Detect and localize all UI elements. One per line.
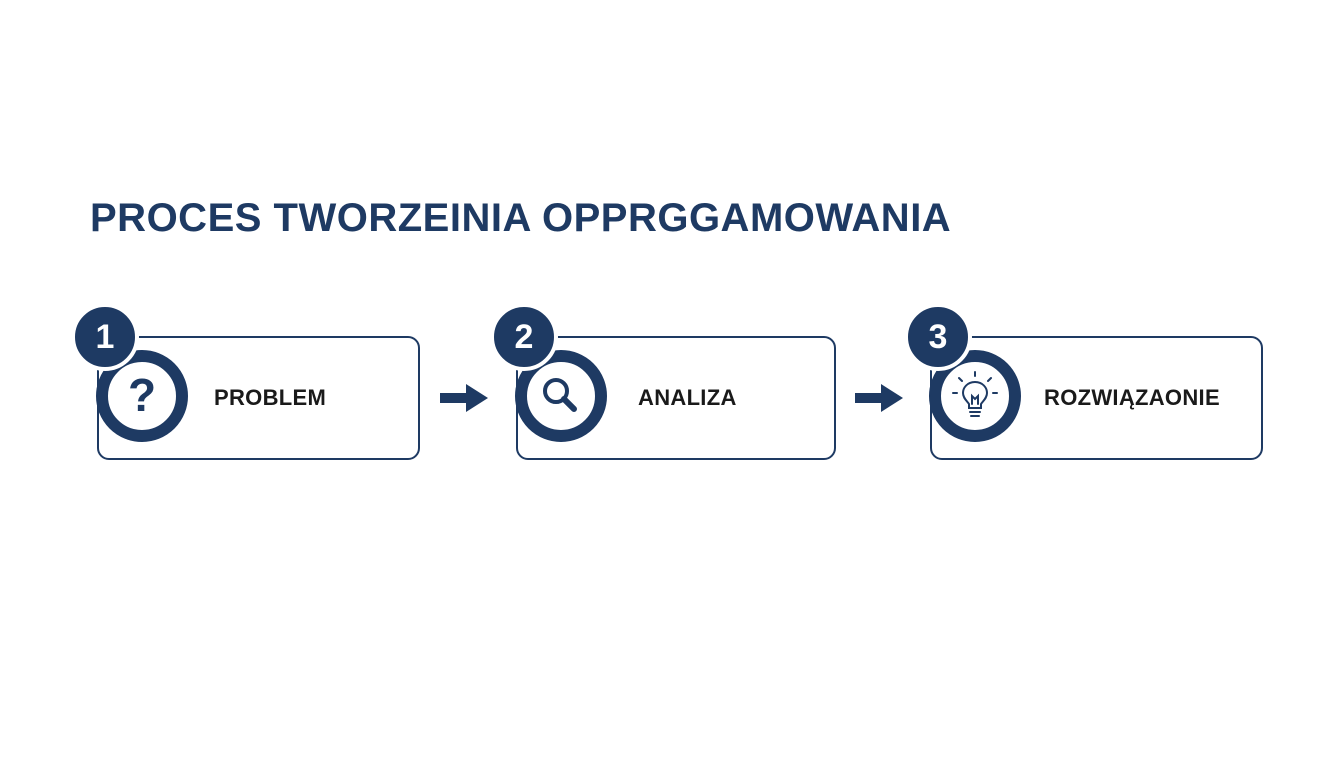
lightbulb-icon [952, 371, 998, 417]
arrow-right-icon [440, 384, 488, 412]
step-number-badge: 2 [490, 303, 558, 371]
question-mark-icon: ? [128, 369, 156, 421]
step-number-badge: 3 [904, 303, 972, 371]
step-label: ROZWIĄZAONIE [1044, 385, 1220, 410]
step-label: ANALIZA [638, 385, 737, 410]
magnifier-icon [543, 378, 577, 412]
step-number-badge: 1 [71, 303, 139, 371]
diagram-title: PROCES TWORZEINIA OPPRGGAMOWANIA [90, 196, 952, 240]
step-label: PROBLEM [214, 385, 327, 410]
svg-text:?: ? [128, 369, 156, 421]
arrow-right-icon [855, 384, 903, 412]
